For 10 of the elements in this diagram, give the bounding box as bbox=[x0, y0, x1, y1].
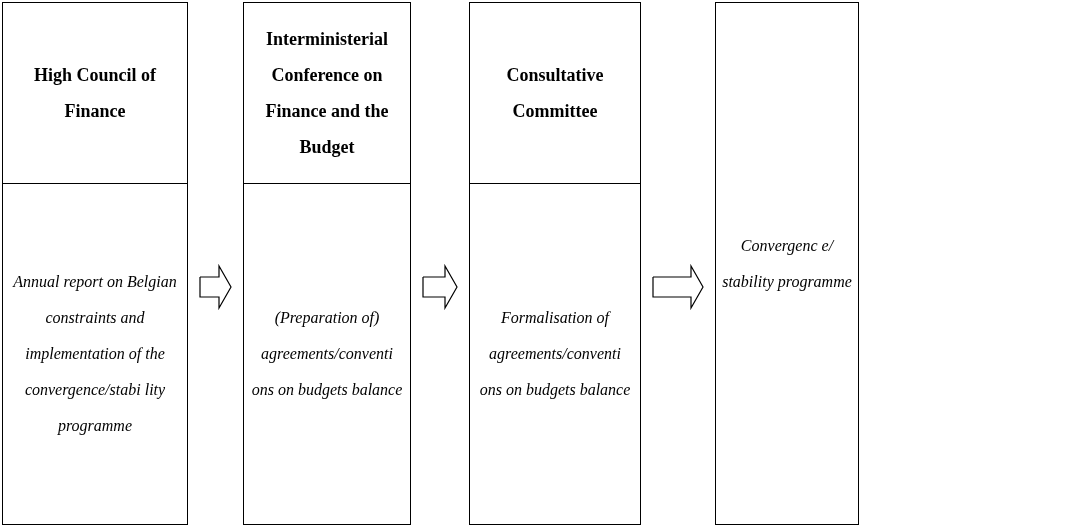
column-heading: Interministerial Conference on Finance and the Budget bbox=[264, 28, 390, 159]
block-arrow bbox=[652, 263, 704, 311]
column-heading: Consultative Committee bbox=[505, 64, 605, 123]
column-heading: High Council of Finance bbox=[33, 64, 158, 123]
block-arrow bbox=[199, 263, 232, 311]
block-arrow bbox=[422, 263, 458, 311]
cell-text: Convergenc e/ stability programme bbox=[721, 235, 853, 293]
cell-text: Formalisation of agreements/conventi ons on budgets balance bbox=[478, 308, 632, 401]
cell-text: (Preparation of) agreements/conventi ons on budgets balance bbox=[250, 308, 404, 401]
cell-text: Annual report on Belgian constraints and implementation of the convergence/stabi lity programme bbox=[11, 272, 178, 437]
